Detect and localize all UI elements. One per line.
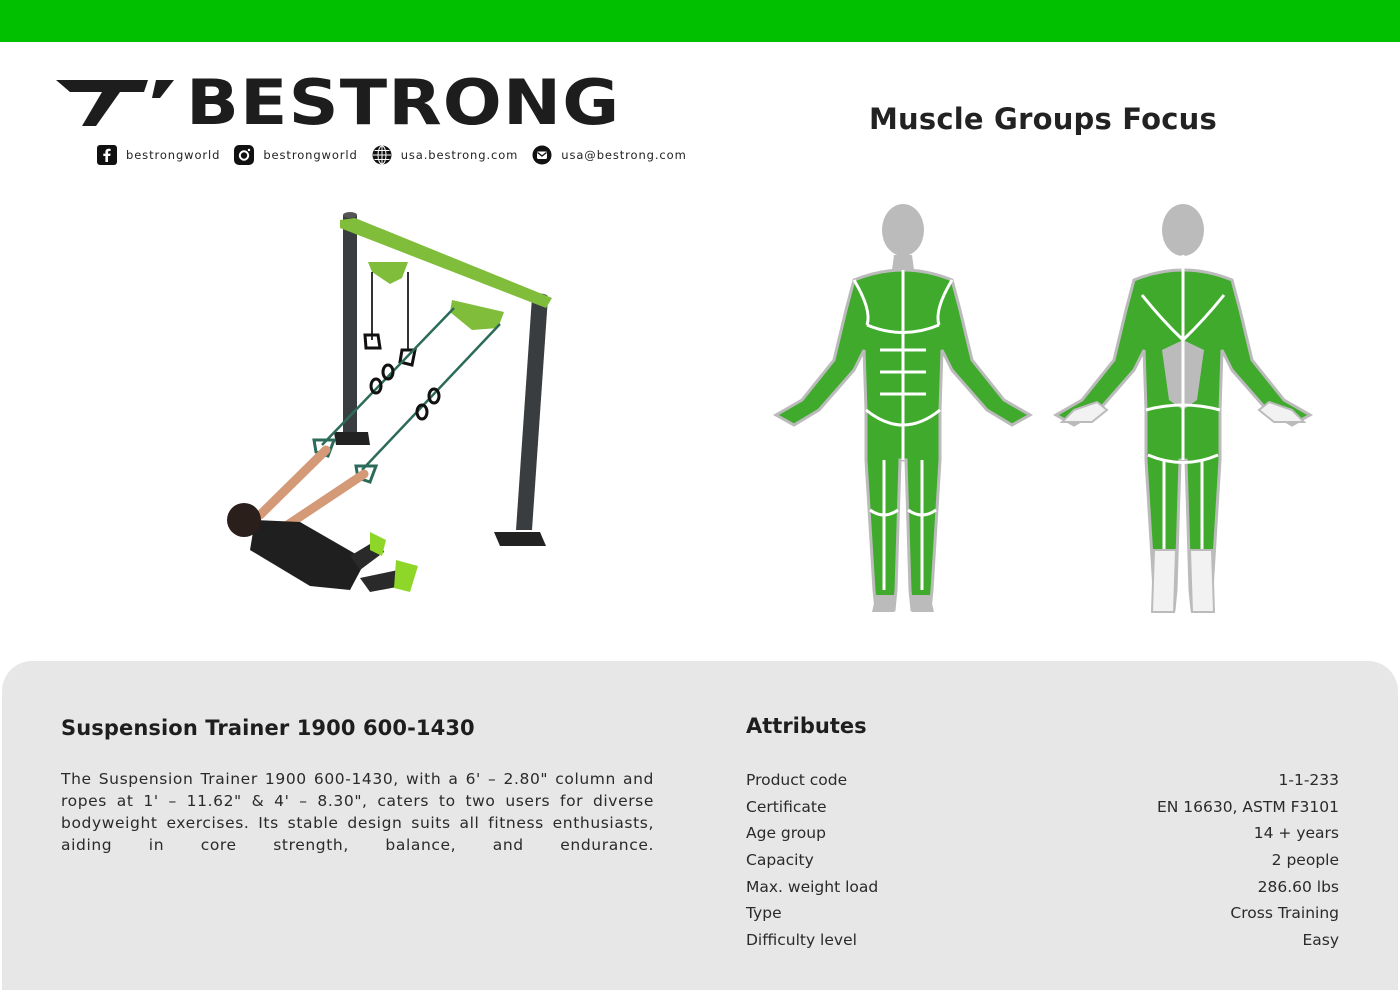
social-website[interactable]: usa.bestrong.com xyxy=(372,145,519,165)
attribute-row-type: Type Cross Training xyxy=(746,900,1339,927)
attributes-title: Attributes xyxy=(746,714,867,738)
brand-mark-icon xyxy=(56,80,174,126)
globe-icon xyxy=(372,145,392,165)
product-title: Suspension Trainer 1900 600-1430 xyxy=(61,716,475,740)
facebook-icon xyxy=(97,145,117,165)
attribute-row-capacity: Capacity 2 people xyxy=(746,847,1339,874)
attribute-value: EN 16630, ASTM F3101 xyxy=(1156,797,1339,816)
attribute-label: Certificate xyxy=(746,797,827,816)
product-description: The Suspension Trainer 1900 600-1430, wi… xyxy=(61,770,654,854)
muscle-figure-front xyxy=(772,204,1034,612)
attribute-value: 2 people xyxy=(1271,851,1339,870)
attribute-label: Age group xyxy=(746,824,826,843)
mail-icon xyxy=(532,145,552,165)
product-info-panel xyxy=(2,661,1398,990)
facebook-handle: bestrongworld xyxy=(126,148,221,162)
attribute-row-max-weight: Max. weight load 286.60 lbs xyxy=(746,873,1339,900)
website-url: usa.bestrong.com xyxy=(400,148,519,162)
social-instagram[interactable]: bestrongworld xyxy=(234,145,357,165)
muscle-figure-back xyxy=(1052,204,1314,613)
product-image xyxy=(227,212,552,592)
attribute-label: Capacity xyxy=(746,851,814,870)
attribute-label: Difficulty level xyxy=(746,930,857,949)
muscle-groups-title: Muscle Groups Focus xyxy=(869,102,1217,136)
attributes-list: Product code 1-1-233 Certificate EN 1663… xyxy=(746,767,1339,953)
brand-logo: BESTRONG xyxy=(56,72,716,134)
attribute-label: Type xyxy=(746,904,782,923)
instagram-handle: bestrongworld xyxy=(263,148,358,162)
attribute-value: 1-1-233 xyxy=(1278,771,1340,790)
attribute-value: Easy xyxy=(1302,930,1339,949)
top-accent-bar xyxy=(0,0,1400,42)
attribute-label: Max. weight load xyxy=(746,877,879,896)
social-email[interactable]: usa@bestrong.com xyxy=(532,145,686,165)
attribute-value: Cross Training xyxy=(1230,904,1339,923)
attribute-value: 14 + years xyxy=(1253,824,1339,843)
attribute-row-difficulty: Difficulty level Easy xyxy=(746,927,1339,954)
instagram-icon xyxy=(234,145,255,165)
social-links: bestrongworld bestrongworld usa.bestrong… xyxy=(97,145,701,165)
attribute-row-age-group: Age group 14 + years xyxy=(746,820,1339,847)
attribute-row-product-code: Product code 1-1-233 xyxy=(746,767,1339,794)
social-facebook[interactable]: bestrongworld xyxy=(97,145,220,165)
email-address: usa@bestrong.com xyxy=(561,148,687,162)
attribute-row-certificate: Certificate EN 16630, ASTM F3101 xyxy=(746,794,1339,821)
attribute-label: Product code xyxy=(746,771,848,790)
brand-wordmark: BESTRONG xyxy=(186,66,621,139)
attribute-value: 286.60 lbs xyxy=(1257,877,1339,896)
